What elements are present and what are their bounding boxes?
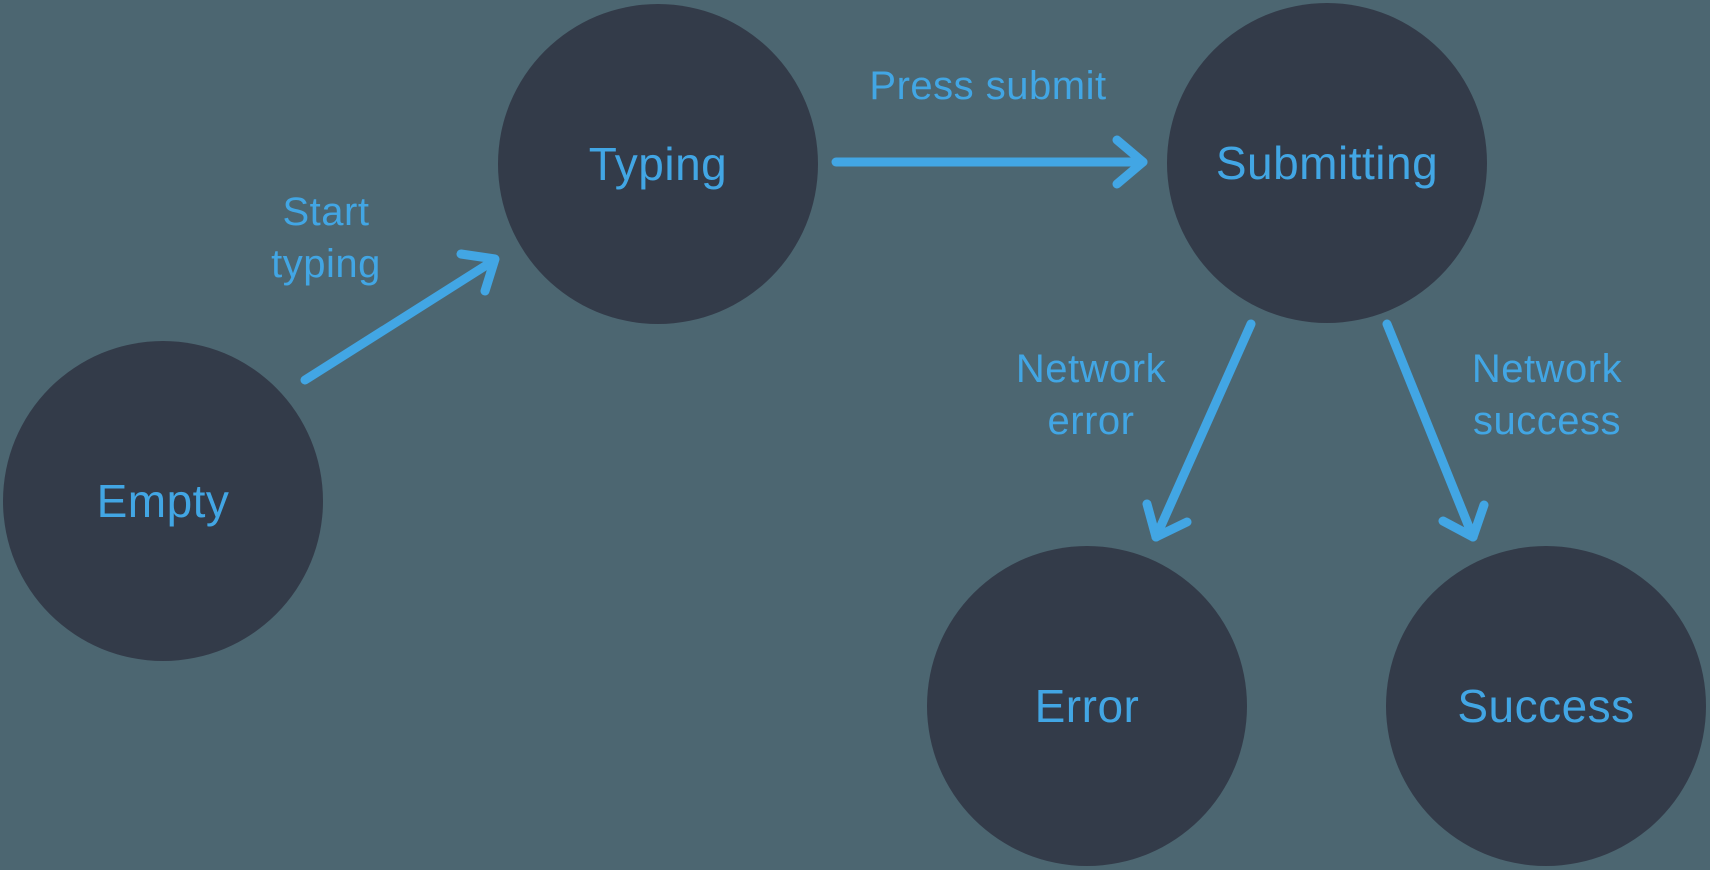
state-node-empty: Empty: [3, 341, 323, 661]
arrow-shaft: [300, 256, 498, 385]
state-node-success: Success: [1386, 546, 1706, 866]
state-label-success: Success: [1457, 680, 1635, 732]
state-label-error: Error: [1034, 680, 1140, 732]
arrow-head-icon: [1142, 499, 1192, 542]
arrow-shaft: [1151, 319, 1256, 542]
arrow-head-icon: [1438, 500, 1489, 542]
transition-label-network-success: Network success: [1471, 347, 1623, 443]
arrow-network-success: [1382, 319, 1489, 542]
arrow-shaft: [1382, 319, 1478, 542]
arrow-start-typing: [300, 249, 500, 385]
transition-label-network-error: Network error: [1015, 347, 1167, 443]
state-label-empty: Empty: [96, 475, 230, 527]
arrow-network-error: [1142, 319, 1256, 542]
state-node-submitting: Submitting: [1167, 3, 1487, 323]
state-label-typing: Typing: [588, 138, 728, 190]
state-node-typing: Typing: [498, 4, 818, 324]
state-label-submitting: Submitting: [1215, 137, 1439, 189]
arrow-head-icon: [456, 249, 500, 296]
transition-label-start-typing: Start typing: [271, 190, 381, 286]
arrow-press-submit: [831, 135, 1148, 189]
arrow-head-icon: [1112, 135, 1148, 189]
state-node-error: Error: [927, 546, 1247, 866]
transition-label-press-submit: Press submit: [869, 64, 1107, 108]
